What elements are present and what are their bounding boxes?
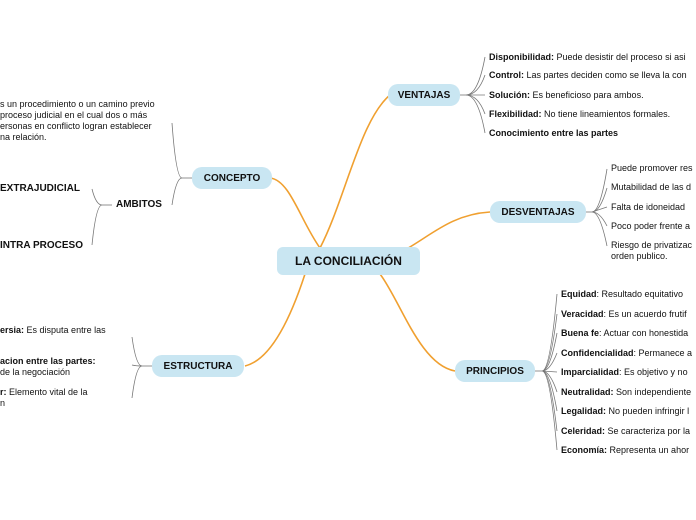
node-ventajas[interactable]: VENTAJAS: [388, 84, 460, 106]
ventajas-item: Flexibilidad: No tiene lineamientos form…: [489, 109, 671, 119]
desventajas-item: Puede promover res: [611, 163, 693, 173]
principios-item: Economía: Representa un ahor: [561, 445, 690, 455]
branch-principios: [379, 273, 456, 372]
estructura-item: acion entre las partes: de la negociació…: [0, 356, 96, 377]
desventajas-item: Mutabilidad de las d: [611, 182, 692, 192]
ventajas-item: Solución: Es beneficioso para ambos.: [489, 90, 644, 100]
desventajas-item: Poco poder frente a: [611, 221, 691, 231]
desventajas-item: orden publico.: [611, 251, 668, 261]
ventajas-item: Disponibilidad: Puede desistir del proce…: [489, 52, 686, 62]
ambito-intraproceso: INTRA PROCESO: [0, 240, 83, 251]
principios-item: Neutralidad: Son independiente: [561, 387, 692, 397]
node-concepto[interactable]: CONCEPTO: [192, 167, 272, 189]
desventajas-item: Falta de idoneidad: [611, 202, 686, 212]
principios-item: Celeridad: Se caracteriza por la: [561, 426, 691, 436]
principios-item: Equidad: Resultado equitativo: [561, 289, 684, 299]
node-estructura[interactable]: ESTRUCTURA: [152, 355, 244, 377]
principios-item: Buena fe: Actuar con honestida: [561, 328, 689, 338]
branch-ventajas: [319, 94, 391, 249]
principios-item: Confidencialidad: Permanece a: [561, 348, 693, 358]
concepto-definition: s un procedimiento o un camino previo pr…: [0, 99, 155, 142]
desventajas-item: Riesgo de privatizac: [611, 240, 693, 250]
principios-item: Legalidad: No pueden infringir l: [561, 406, 690, 416]
estructura-item: r: Elemento vital de la n: [0, 387, 88, 408]
center-node[interactable]: LA CONCILIACIÓN: [277, 247, 420, 275]
branch-estructura: [244, 273, 306, 367]
branch-concepto: [269, 177, 321, 249]
node-desventajas[interactable]: DESVENTAJAS: [490, 201, 586, 223]
node-principios[interactable]: PRINCIPIOS: [455, 360, 535, 382]
principios-item: Imparcialidad: Es objetivo y no: [561, 367, 688, 377]
ambito-extrajudicial: EXTRAJUDICIAL: [0, 183, 81, 194]
ventajas-item: Control: Las partes deciden como se llev…: [489, 70, 687, 80]
ventajas-item: Conocimiento entre las partes: [489, 128, 619, 138]
principios-item: Veracidad: Es un acuerdo frutif: [561, 309, 687, 319]
ambitos-label[interactable]: AMBITOS: [116, 199, 162, 210]
estructura-item: ersia: Es disputa entre las: [0, 325, 106, 335]
